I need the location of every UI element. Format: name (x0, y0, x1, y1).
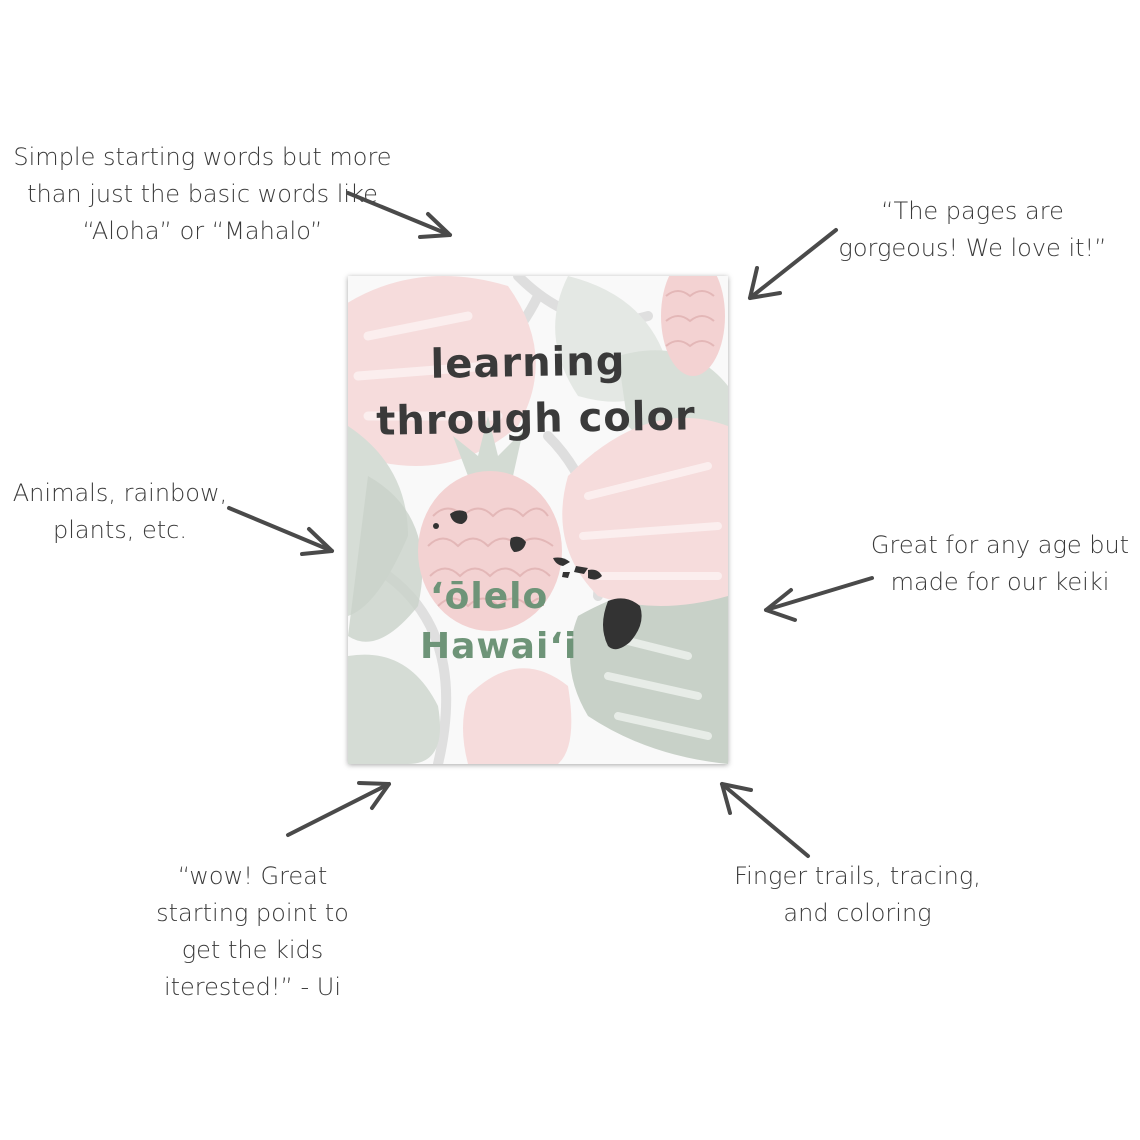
note-testimonial-gorgeous: “The pages are gorgeous! We love it!” (838, 197, 1107, 262)
book-cover: learning through color ʻōlelo Hawaiʻi (348, 276, 728, 764)
arrow-bottom-right (720, 782, 810, 858)
note-finger-trails: Finger trails, tracing, and coloring (734, 862, 981, 927)
arrow-top-right (748, 228, 838, 300)
cover-subtitle-line1: ʻōlelo (430, 576, 549, 617)
cover-illustration (348, 276, 728, 764)
cover-title-line1: learning (430, 338, 626, 388)
pink-leaf-right (562, 417, 728, 606)
note-animals: Animals, rainbow, plants, etc. (12, 479, 228, 544)
cover-subtitle-line2: Hawaiʻi (420, 626, 578, 667)
arrow-bottom-left (286, 781, 391, 837)
pink-leaf-bottom (463, 668, 572, 764)
note-simple-words: Simple starting words but more than just… (13, 143, 392, 245)
note-testimonial-wow: “wow! Great starting point to get the ki… (156, 862, 349, 1001)
arrow-mid-left (227, 506, 334, 556)
note-any-age: Great for any age but made for our keiki (870, 531, 1130, 596)
pink-leaf-top-left (348, 276, 536, 466)
pineapple-center (418, 416, 562, 631)
pineapple-top-right (661, 276, 725, 376)
hawaii-islands (433, 510, 642, 650)
cover-title-line2: through color (375, 393, 697, 445)
